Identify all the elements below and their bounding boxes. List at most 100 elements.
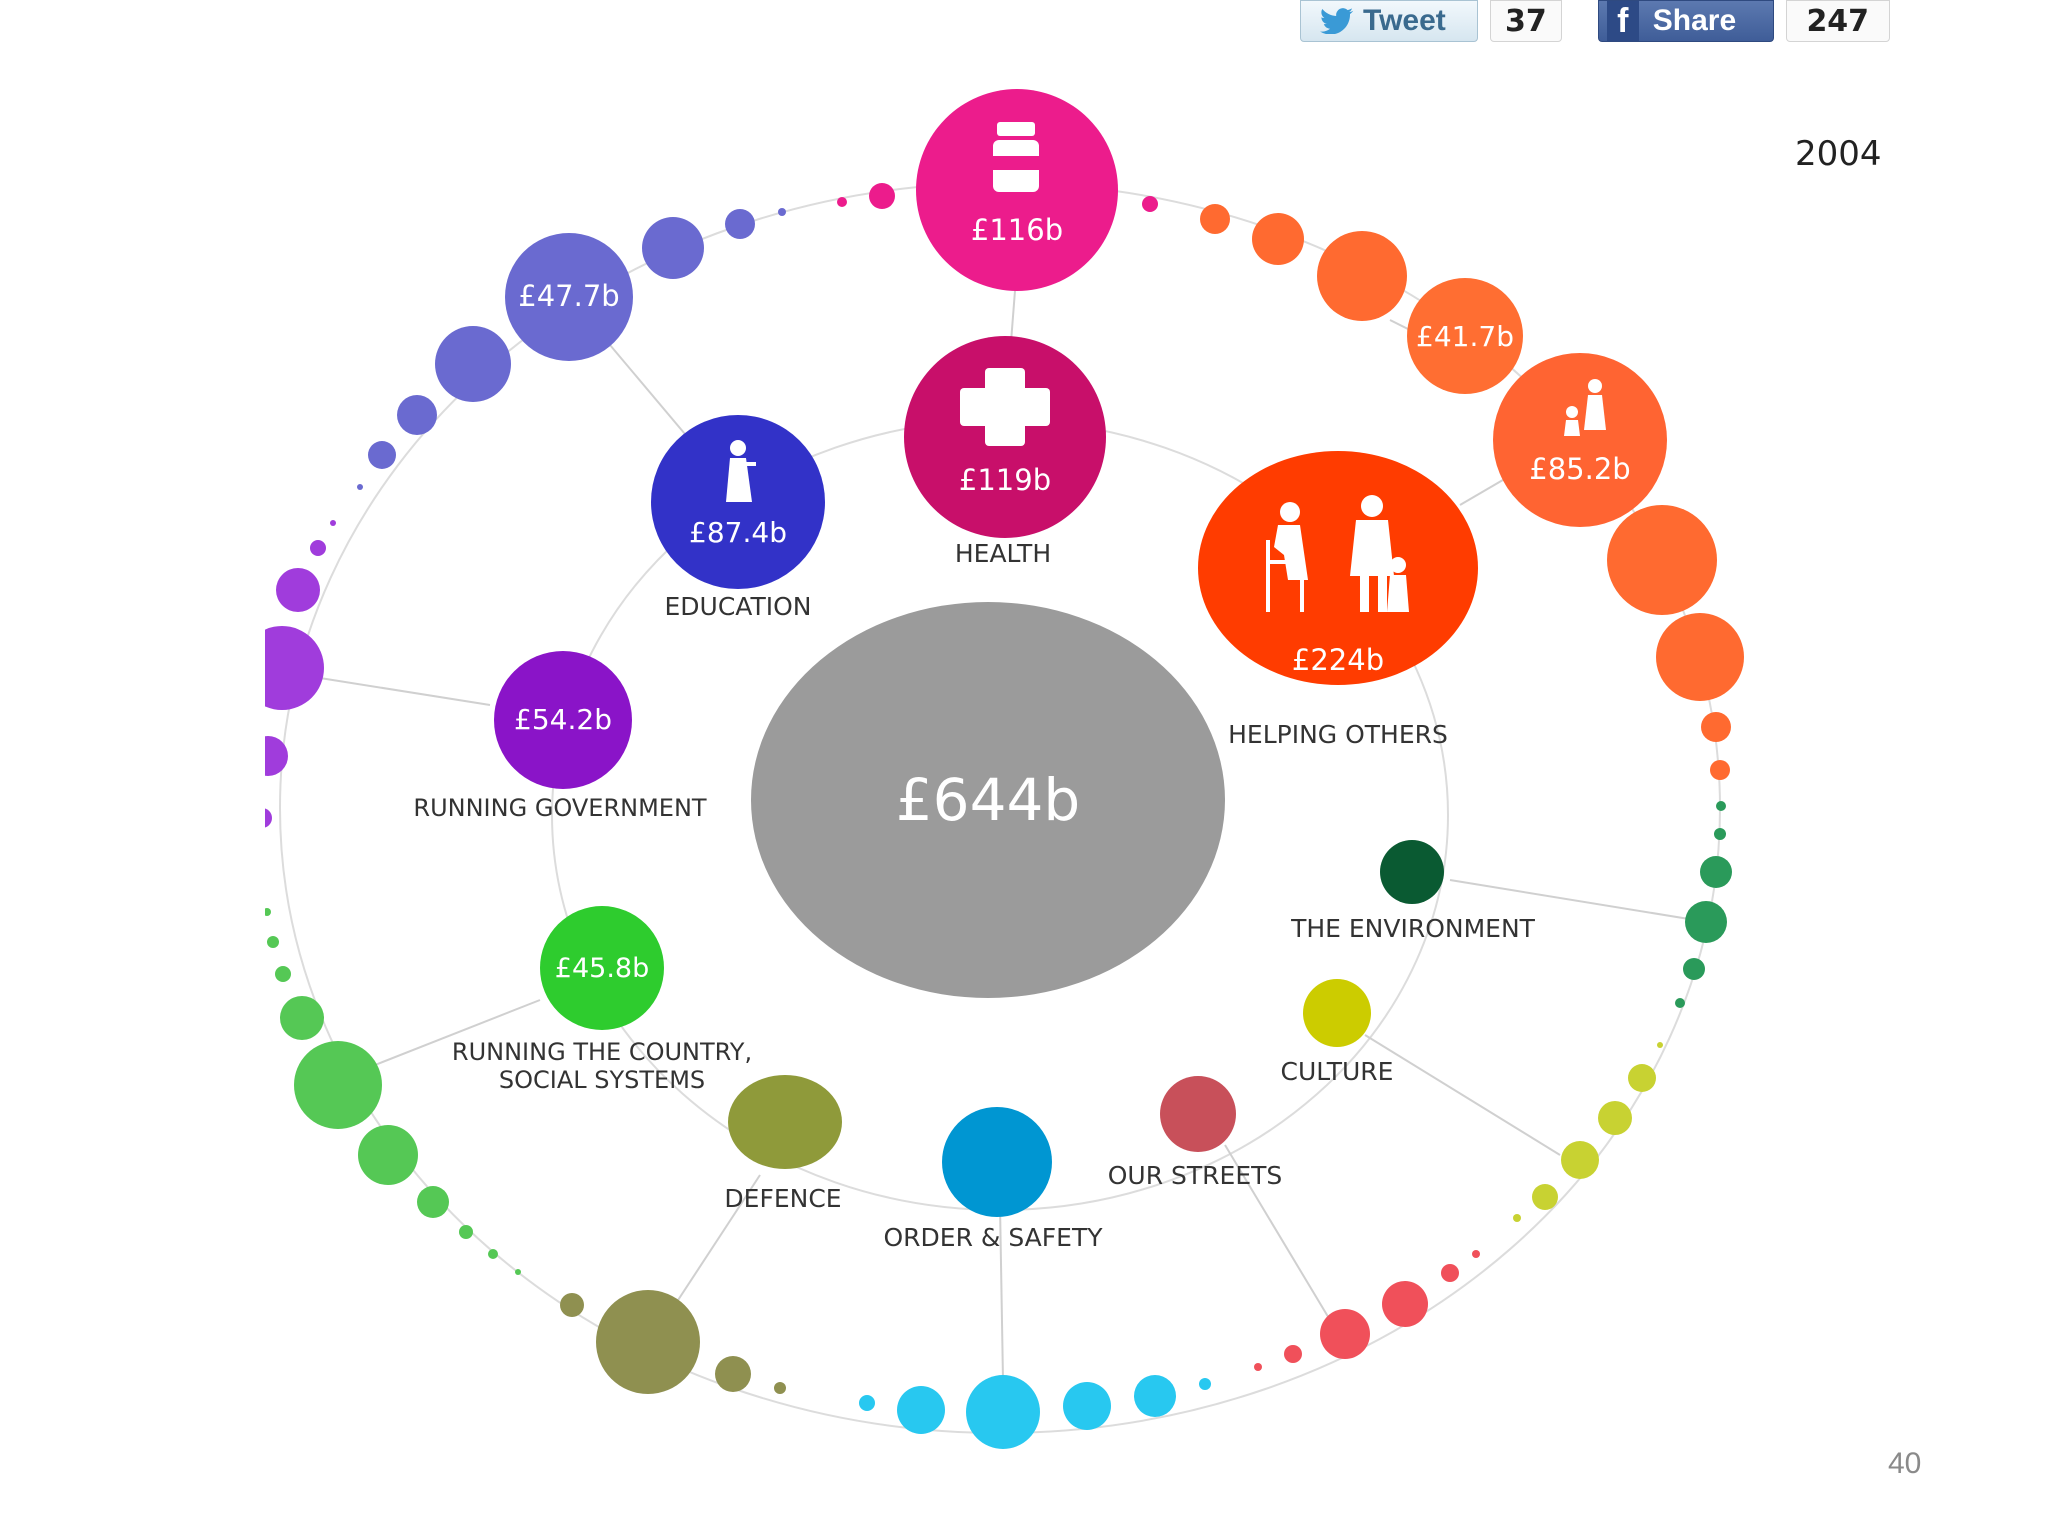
ring-dot — [1252, 213, 1304, 265]
bubble-defence[interactable] — [728, 1075, 842, 1169]
ring-dot — [1701, 712, 1731, 742]
bubble-order-safety[interactable] — [942, 1107, 1052, 1217]
total-bubble[interactable]: £644b — [751, 602, 1225, 998]
ring-dot — [1714, 828, 1726, 840]
bubble-running-government-value: £54.2b — [514, 703, 612, 736]
label-health: HEALTH — [955, 539, 1051, 568]
bubble-education-value: £87.4b — [689, 516, 787, 549]
ring-dot — [966, 1375, 1040, 1449]
ring-dot — [330, 520, 336, 526]
facebook-share-button[interactable]: f Share — [1597, 0, 1774, 42]
page-number: 40 — [1888, 1447, 1922, 1480]
bubble-running-government[interactable]: £54.2b — [494, 651, 632, 789]
outer-bubble-education-value: £47.7b — [518, 279, 619, 313]
ring-dot — [1532, 1184, 1558, 1210]
ring-dot — [1683, 958, 1705, 980]
share-label: Share — [1652, 4, 1737, 37]
ring-dot — [280, 996, 324, 1040]
medical-cross-icon — [960, 368, 1050, 446]
bubble-health-value: £119b — [959, 463, 1051, 497]
ring-dot — [596, 1290, 700, 1394]
ring-dot — [515, 1269, 521, 1275]
ring-dot — [357, 484, 363, 490]
label-defence: DEFENCE — [724, 1184, 841, 1213]
ring-dot — [715, 1356, 751, 1392]
bubble-running-country[interactable]: £45.8b — [540, 906, 664, 1030]
ring-dot — [275, 966, 291, 982]
outer-bubble-education[interactable]: £47.7b — [505, 233, 633, 361]
tweet-label: Tweet — [1363, 4, 1446, 37]
ring-dot — [1607, 505, 1717, 615]
graduate-icon — [726, 440, 756, 502]
ring-dot — [1710, 760, 1730, 780]
bubble-helping-others[interactable]: £224b — [1198, 451, 1478, 685]
ring-dot — [1142, 196, 1158, 212]
ring-dot — [1561, 1141, 1599, 1179]
ring-dot — [1134, 1375, 1176, 1417]
facebook-f-icon: f — [1606, 1, 1639, 41]
bubble-our-streets[interactable] — [1160, 1076, 1236, 1152]
ring-dot — [869, 183, 895, 209]
ring-dot — [294, 1041, 382, 1129]
ring-dot — [1628, 1064, 1656, 1092]
outer-bubble-health-value: £116b — [971, 213, 1063, 247]
ring-dot — [560, 1293, 584, 1317]
tweet-count: 37 — [1490, 0, 1562, 42]
total-value: £644b — [896, 766, 1080, 834]
bubble-culture[interactable] — [1303, 979, 1371, 1047]
twitter-bird-icon — [1320, 8, 1354, 34]
label-running-country-line2: SOCIAL SYSTEMS — [499, 1066, 705, 1094]
label-running-government: RUNNING GOVERNMENT — [413, 794, 707, 822]
ring-dot — [1716, 801, 1726, 811]
ring-dot — [1685, 901, 1727, 943]
ring-dot — [488, 1249, 498, 1259]
ring-dot — [774, 1382, 786, 1394]
ring-dot — [1254, 1363, 1262, 1371]
ring-dot — [1675, 998, 1685, 1008]
ring-dot — [1320, 1309, 1370, 1359]
ring-dot — [358, 1125, 418, 1185]
outer-bubble-helping-a-value: £41.7b — [1416, 320, 1514, 353]
outer-ring-dots — [265, 183, 1744, 1449]
ring-dot — [265, 808, 272, 828]
ring-dot — [1441, 1264, 1459, 1282]
ring-dot — [725, 209, 755, 239]
bubble-education[interactable]: £87.4b — [651, 415, 825, 589]
outer-bubble-health[interactable]: £116b — [916, 89, 1118, 291]
bubble-environment[interactable] — [1380, 840, 1444, 904]
label-running-country: RUNNING THE COUNTRY, — [452, 1038, 752, 1066]
ring-dot — [837, 197, 847, 207]
ring-dot — [276, 568, 320, 612]
tweet-button[interactable]: Tweet — [1300, 0, 1478, 42]
ring-dot — [459, 1225, 473, 1239]
outer-bubble-helping-a[interactable]: £41.7b — [1407, 278, 1523, 394]
ring-dot — [267, 936, 279, 948]
label-order-safety: ORDER & SAFETY — [883, 1223, 1103, 1252]
ring-dot — [1598, 1101, 1632, 1135]
ring-dot — [265, 908, 271, 916]
ring-dot — [897, 1386, 945, 1434]
label-our-streets: OUR STREETS — [1108, 1161, 1283, 1190]
ring-dot — [642, 217, 704, 279]
ring-dot — [417, 1186, 449, 1218]
ring-dot — [1317, 231, 1407, 321]
medicine-bottle-icon — [993, 122, 1039, 192]
bubble-health[interactable]: £119b — [904, 336, 1106, 538]
ring-dot — [1382, 1281, 1428, 1327]
ring-dot — [778, 208, 786, 216]
ring-dot — [1657, 1042, 1663, 1048]
parent-child-icon — [1564, 379, 1606, 436]
year-label: 2004 — [1795, 134, 1882, 174]
ring-dot — [310, 540, 326, 556]
ring-dot — [1700, 856, 1732, 888]
outer-bubble-helping-b[interactable]: £85.2b — [1493, 353, 1667, 527]
label-education: EDUCATION — [665, 592, 812, 621]
label-environment: THE ENVIRONMENT — [1290, 914, 1536, 943]
label-helping-others: HELPING OTHERS — [1228, 720, 1448, 749]
ring-dot — [1199, 1378, 1211, 1390]
ring-dot — [1656, 613, 1744, 701]
label-culture: CULTURE — [1281, 1057, 1394, 1086]
ring-dot — [265, 626, 324, 710]
ring-dot — [368, 441, 396, 469]
